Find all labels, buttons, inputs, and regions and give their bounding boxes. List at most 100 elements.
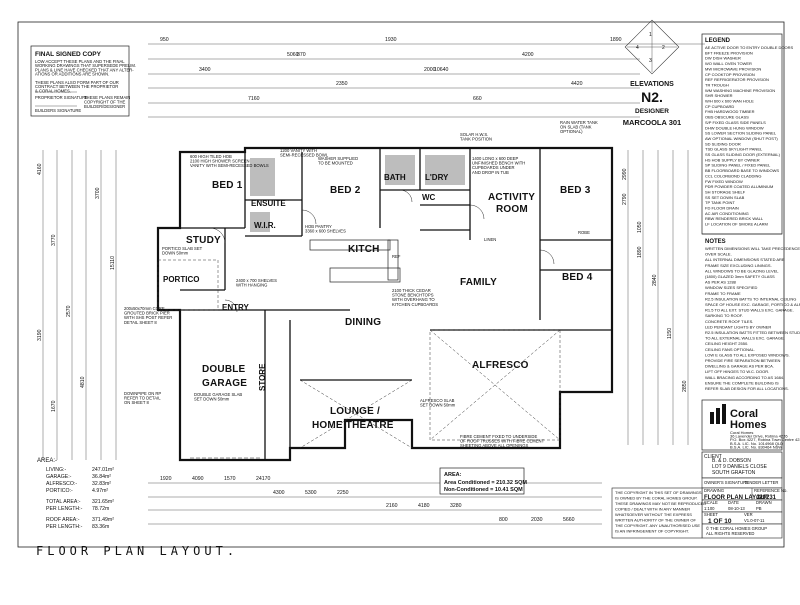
- final-copy-text: CONTRACT BETWEEN THE PROPRIETOR: [35, 84, 118, 89]
- notes-line: OVER SCALE.: [705, 252, 732, 257]
- legend-item: FD FLOOR DRAIN: [705, 206, 739, 211]
- plan-note: CUPBOARDS UNDER: [472, 165, 515, 170]
- legend-item: SH STORAGE SHELF: [705, 189, 746, 194]
- copyright-line: THESE DRAWINGS MAY NOT BE REPRODUCED: [615, 501, 706, 506]
- dimension-label-left: 4810: [80, 376, 86, 388]
- drawn-label: DRAWN: [756, 500, 772, 505]
- legend-item: CP CUPBOARD: [705, 104, 734, 109]
- room-store: STORE: [258, 363, 267, 391]
- area-row-value: 247.01m²: [92, 467, 114, 473]
- company-address-line: B.S.A. LIC. No. 1014968 QLD: [730, 441, 783, 446]
- drawing-label: DRAWING: [704, 488, 724, 493]
- plan-note: SEMI-RECESSED BOWL: [280, 153, 329, 158]
- client-line: LOT 9 DANIELS CLOSE: [712, 464, 768, 470]
- plan-note: 2100 THICK CEDAR: [392, 288, 431, 293]
- notes-heading: NOTES: [705, 239, 726, 245]
- dimension-label-left: 3190: [37, 329, 43, 341]
- legend-item: BFT FREEZE PROVISION: [705, 50, 753, 55]
- dashed-outlines: [157, 259, 561, 449]
- plan-note: REFER TO DETAIL: [124, 396, 161, 401]
- area-conditioned: Area Conditioned = 210.32 SQM: [444, 480, 527, 486]
- wet-area-hatching: [250, 155, 465, 232]
- legend-item: MW MICROWAVE PROVISION: [705, 66, 761, 71]
- legend-item: SS SET DOWN SLAB: [705, 195, 745, 200]
- plan-note: SET DOWN 50mm: [194, 397, 230, 402]
- dimension-label-bottom: 1570: [224, 476, 236, 482]
- plan-note: FIBRE CEMENT FIXED TO UNDERSIDE: [460, 434, 537, 439]
- area-row-value: 78.72m: [92, 506, 109, 512]
- sheet-value: 1 OF 10: [708, 518, 732, 525]
- elevations-label: ELEVATIONS: [630, 81, 674, 88]
- room-home-theatre: HOME THEATRE: [312, 420, 394, 431]
- copyright-line: COPIED / DEALT WITH IN ANY MANNER: [615, 507, 690, 512]
- legend-item: LF LOCATION OF SMOKE ALARM: [705, 222, 768, 227]
- notes-line: WINDOW SIZES SPECIFIED: [705, 285, 758, 290]
- copyright-line: WRITTEN AUTHORITY OF THE OWNER OF: [615, 518, 697, 523]
- notes-line: (1800) GLAZED 3mm SAFETY GLASS: [705, 274, 775, 279]
- area-row-label: LIVING:-: [46, 467, 66, 473]
- date-label: DATE: [728, 500, 739, 505]
- company-name-line2: Homes: [730, 419, 767, 431]
- legend-item: SP SLIDING PANEL / FIXED PANEL: [705, 163, 771, 168]
- legend-item: RBW RENDERED BRICK WALL: [705, 216, 764, 221]
- dimension-label-right: 1150: [667, 328, 673, 339]
- final-copy-text: PLANS & LINE HAVE CHECKED THAT ANY ALTER…: [35, 67, 134, 72]
- copyright-line: IS OWNED BY THE CORAL HOMES GROUP.: [615, 496, 698, 501]
- dimension-label-right: 2840: [652, 274, 658, 286]
- plan-note: UNFINISHED BENCH WITH: [472, 161, 525, 166]
- plan-note: 3360 x 600 SHELVES: [305, 229, 346, 234]
- company-address-line: P.O. Box 4227, Robina Town Centre 4230: [730, 437, 800, 442]
- notes-line: ALL WINDOWS TO BE GLAZING LEVEL: [705, 268, 779, 273]
- dimension-label-right: 2990: [622, 168, 628, 180]
- dimension-label-left: 1670: [51, 400, 57, 412]
- final-copy-text: & CORAL HOMES.: [35, 88, 71, 93]
- legend-item: CCL COLORBOND CLADDING: [705, 173, 762, 178]
- room-entry: ENTRY: [222, 303, 249, 312]
- plan-note: ON SHEET 8: [124, 400, 149, 405]
- client-line: B. & D. DOBSON: [712, 458, 751, 464]
- svg-text:3: 3: [649, 58, 652, 64]
- legend-item: TSD GLASS SKYLIGHT PANEL: [705, 147, 763, 152]
- room-portico: PORTICO: [163, 275, 199, 284]
- legend-item: TR TROUGH: [705, 82, 729, 87]
- notes-line: DWELLING & GARAGE AS PER BCA.: [705, 364, 774, 369]
- final-copy-heading: FINAL SIGNED COPY: [35, 51, 102, 58]
- proprietor-signature-label: PROPRIETOR SIGNATURE: [35, 95, 88, 100]
- legend-item: FW FIXED WINDOW: [705, 179, 743, 184]
- dimension-label-right: 2790: [622, 193, 628, 205]
- plan-note: SOLAR H.W.S.: [460, 132, 488, 137]
- final-copy-text: ATIONS OR ADDITIONS ARE SHOWN.: [35, 72, 109, 77]
- dimension-label-right: 1890: [637, 246, 643, 258]
- room-activity-2: ROOM: [496, 204, 528, 215]
- plan-note: HOB PANTRY: [305, 224, 332, 229]
- area-row-label: PER LENGTH:-: [46, 524, 83, 530]
- room-lounge: LOUNGE /: [330, 406, 380, 417]
- room-bed2: BED 2: [330, 185, 361, 196]
- version-value: V1.0-07-11: [744, 518, 765, 523]
- dimensions-right: [627, 150, 689, 445]
- room-dining: DINING: [345, 317, 381, 328]
- notes-line: WRITTEN DIMENSIONS WILL TAKE PRECEDENCE: [705, 246, 800, 251]
- room-double: DOUBLE: [202, 364, 246, 375]
- area-row-value: 4.97m²: [92, 488, 108, 494]
- dimension-label-top: 660: [473, 96, 482, 102]
- dimension-label-bottom: 4180: [418, 503, 430, 509]
- dimensions-top: [148, 43, 705, 118]
- area-non-conditioned: Non-Conditioned = 10.41 SQM: [444, 487, 523, 493]
- area-row-label: ROOF AREA:-: [46, 517, 80, 523]
- notes-line: R2.5 INSULATION BATTS FITTED BETWEEN STU…: [705, 330, 800, 335]
- dimension-labels-bottom: 1920430021608004090530041802030157022503…: [160, 476, 575, 523]
- legend-item: AC AIR CONDITIONING: [705, 211, 749, 216]
- plan-note: WITH HANGING: [236, 283, 267, 288]
- room-kitchen: KITCH: [348, 244, 380, 255]
- area-row-value: 83.36m: [92, 524, 109, 530]
- plan-note: PORTICO SLAB SET: [162, 246, 203, 251]
- notes-line: CEILING FANS OPTIONAL.: [705, 347, 755, 352]
- scale-value: 1:100: [704, 506, 715, 511]
- room-ensuite: ENSUITE: [251, 199, 286, 208]
- client-line: SOUTH GRAFTON: [712, 470, 756, 476]
- plan-note: WITH SHS POST REFER: [124, 315, 172, 320]
- legend-item: CP COOKTOP PROVISION: [705, 72, 755, 77]
- room-bed4: BED 4: [562, 272, 593, 283]
